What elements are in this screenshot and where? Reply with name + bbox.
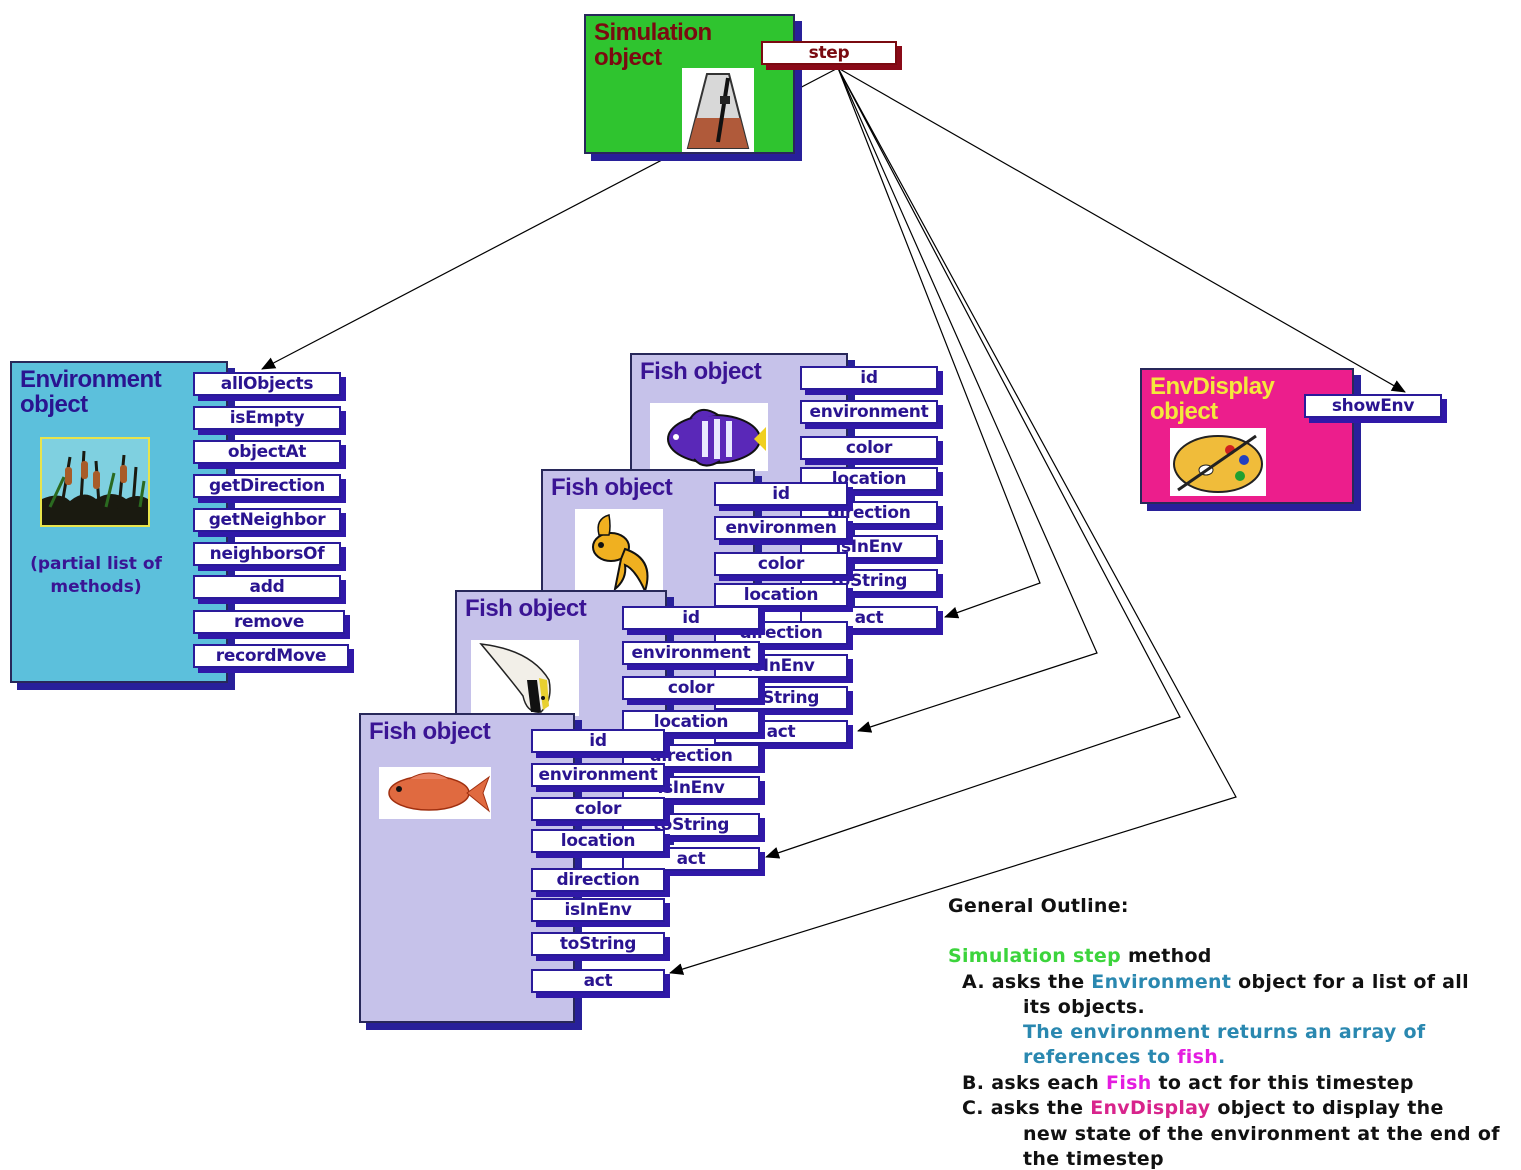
arrow-step-to-fish1-act	[837, 67, 1041, 619]
metronome-icon	[682, 68, 754, 152]
paint-palette-icon	[1170, 428, 1266, 496]
outline-b-text3: to act for this timestep	[1151, 1072, 1414, 1094]
environment-method-objectat[interactable]: objectAt	[193, 440, 341, 464]
outline-references-to: references to	[1023, 1046, 1178, 1068]
goldfish-icon	[575, 509, 663, 593]
simulation-title-line1: Simulation	[594, 19, 712, 46]
fish-method-location[interactable]: location	[531, 829, 665, 853]
fish-method-direction[interactable]: direction	[714, 621, 848, 645]
fish-method-color[interactable]: color	[714, 552, 848, 576]
fish-object-title: Fish object	[369, 718, 491, 745]
simulation-object-card: Simulation object	[584, 14, 795, 154]
outline-c-label: C.	[962, 1097, 984, 1119]
arrow-step-to-showEnv	[837, 67, 1406, 393]
fish-method-environment[interactable]: environment	[622, 641, 760, 665]
fish-method-tostring[interactable]: toString	[714, 686, 848, 710]
fish-method-isinenv[interactable]: isInEnv	[531, 898, 665, 922]
outline-item-c: C. asks the EnvDisplay object to display…	[962, 1097, 1444, 1119]
outline-heading: General Outline:	[948, 895, 1129, 917]
environment-title-line2: object	[20, 391, 88, 418]
outline-b-fish: Fish	[1106, 1072, 1152, 1094]
envdisplay-title: EnvDisplay object	[1150, 373, 1275, 425]
outline-c-text3: object to display the	[1210, 1097, 1444, 1119]
arrow-step-to-fish4-act	[669, 67, 1237, 975]
outline-a-returns-line2: references to fish.	[1023, 1046, 1226, 1068]
fish-method-color[interactable]: color	[800, 436, 938, 460]
outline-simulation-step: Simulation step	[948, 945, 1122, 967]
environment-method-getdirection[interactable]: getDirection	[193, 474, 341, 498]
outline-a-text1: asks the	[991, 971, 1092, 993]
environment-title: Environment object	[20, 366, 162, 418]
outline-method-word: method	[1121, 945, 1212, 967]
showEnv-method-button[interactable]: showEnv	[1304, 394, 1442, 418]
simulation-title-line2: object	[594, 44, 662, 71]
fish-method-environmen[interactable]: environmen	[714, 516, 848, 540]
note-line2: methods)	[50, 577, 142, 597]
fish-method-color[interactable]: color	[531, 797, 665, 821]
environment-method-neighborsof[interactable]: neighborsOf	[193, 542, 341, 566]
fish-object-title: Fish object	[640, 358, 762, 385]
environment-object-card: Environment object (partial list of meth…	[10, 361, 228, 683]
red-fish-icon	[379, 767, 491, 819]
outline-a-returns-line1: The environment returns an array of	[1023, 1021, 1426, 1043]
environment-method-add[interactable]: add	[193, 575, 341, 599]
fish-method-act[interactable]: act	[531, 969, 665, 993]
outline-c-envdisplay: EnvDisplay	[1090, 1097, 1211, 1119]
outline-method-line: Simulation step method	[948, 945, 1212, 967]
environment-method-remove[interactable]: remove	[193, 610, 345, 634]
fish-method-id[interactable]: id	[622, 606, 760, 630]
fish-object-title: Fish object	[465, 595, 587, 622]
fish-method-id[interactable]: id	[714, 482, 848, 506]
fish-method-direction[interactable]: direction	[531, 868, 665, 892]
outline-c-continued1: new state of the environment at the end …	[1023, 1123, 1500, 1145]
environment-title-line1: Environment	[20, 366, 162, 393]
outline-a-environment: Environment	[1091, 971, 1232, 993]
envdisplay-title-line2: object	[1150, 398, 1218, 425]
fish-method-tostring[interactable]: toString	[531, 932, 665, 956]
arrow-step-to-fish2-act	[837, 67, 1098, 733]
outline-c-text1: asks the	[990, 1097, 1091, 1119]
note-line1: (partial list of	[30, 554, 162, 574]
envdisplay-title-line1: EnvDisplay	[1150, 373, 1275, 400]
outline-b-label: B.	[962, 1072, 985, 1094]
outline-fish-word: fish	[1177, 1046, 1219, 1068]
fish-method-environment[interactable]: environment	[531, 763, 665, 787]
cattails-pond-icon	[40, 437, 150, 527]
outline-item-b: B. asks each Fish to act for this timest…	[962, 1072, 1414, 1094]
fish-method-id[interactable]: id	[531, 729, 665, 753]
outline-a-text3: object for a list of all	[1231, 971, 1469, 993]
step-method-button[interactable]: step	[761, 41, 897, 65]
envdisplay-object-card: EnvDisplay object	[1140, 368, 1354, 504]
outline-item-a: A. asks the Environment object for a lis…	[962, 971, 1469, 993]
simulation-title: Simulation object	[594, 20, 712, 70]
moorish-idol-icon	[471, 640, 579, 716]
fish-object-title: Fish object	[551, 474, 673, 501]
environment-method-allobjects[interactable]: allObjects	[193, 372, 341, 396]
fish-method-color[interactable]: color	[622, 676, 760, 700]
outline-period: .	[1218, 1046, 1226, 1068]
outline-c-continued2: the timestep	[1023, 1148, 1164, 1170]
outline-a-continued: its objects.	[1023, 996, 1146, 1018]
fish-method-environment[interactable]: environment	[800, 400, 938, 424]
fish-method-location[interactable]: location	[622, 710, 760, 734]
partial-list-note: (partial list of methods)	[16, 553, 176, 599]
environment-method-isempty[interactable]: isEmpty	[193, 406, 341, 430]
fish-method-location[interactable]: location	[714, 583, 848, 607]
arrow-step-to-fish3-act	[765, 67, 1181, 859]
environment-method-recordmove[interactable]: recordMove	[193, 644, 349, 668]
angelfish-icon	[650, 403, 768, 471]
environment-method-getneighbor[interactable]: getNeighbor	[193, 508, 341, 532]
fish-method-id[interactable]: id	[800, 366, 938, 390]
outline-b-text1: asks each	[991, 1072, 1107, 1094]
outline-a-label: A.	[962, 971, 985, 993]
